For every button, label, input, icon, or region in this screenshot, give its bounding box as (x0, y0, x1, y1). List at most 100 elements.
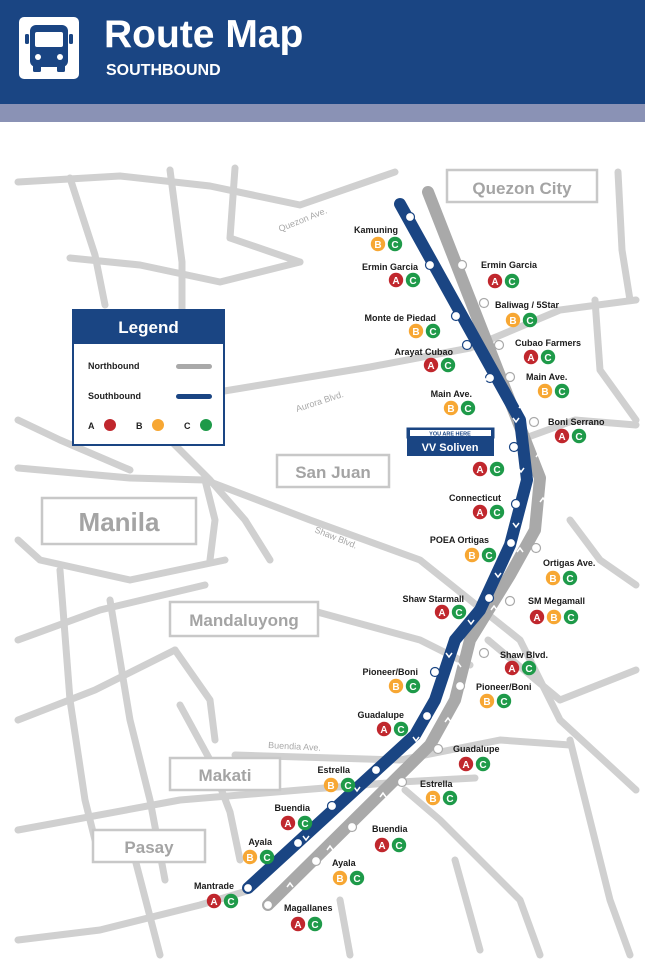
southbound-stop-dot (370, 764, 382, 776)
you-are-here-stop: VV Soliven (422, 442, 479, 454)
southbound-line (242, 198, 533, 894)
southbound-stop-dot (483, 592, 495, 604)
southbound-stop-dot (242, 882, 254, 894)
southbound-stop-dot (326, 800, 338, 812)
route-letter: B (468, 551, 475, 562)
route-b-badge (546, 609, 562, 625)
page-title: Route Map (104, 13, 304, 56)
route-letter: A (380, 725, 387, 736)
route-letter: B (483, 697, 490, 708)
stop-name: Ayala (332, 858, 357, 868)
header-stripe (0, 104, 645, 122)
area-label-san-juan: San Juan (295, 463, 371, 482)
route-letter: C (558, 387, 565, 398)
route-letter: A (491, 277, 498, 288)
southbound-arrow (482, 375, 490, 382)
road-label-buendia-ave: Buendia Ave. (268, 740, 321, 753)
stop-name: Ermin Garcia (362, 262, 419, 272)
route-c-badge (340, 777, 356, 793)
route-letter: C (464, 404, 471, 415)
northbound-arrow (454, 661, 462, 668)
northbound-arrow (535, 451, 543, 458)
northbound-stop-dot (504, 595, 516, 607)
northbound-stop-dot (454, 680, 466, 692)
route-map: Quezon City San Juan Manila Mandaluyong … (14, 164, 640, 959)
route-a-badge (388, 272, 404, 288)
route-a-badge (487, 273, 503, 289)
route-letter: A (476, 465, 483, 476)
route-letter: C (444, 361, 451, 372)
southbound-arrow (445, 652, 453, 659)
northbound-arrow (490, 604, 498, 611)
route-letter: A (527, 353, 534, 364)
route-b-badge (505, 312, 521, 328)
route-letter: A (427, 361, 434, 372)
page-subtitle: SOUTHBOUND (106, 62, 221, 79)
route-c-badge (504, 273, 520, 289)
route-letter: A (294, 920, 301, 931)
route-a-badge (206, 893, 222, 909)
stop-name: Shaw Starmall (402, 594, 464, 604)
northbound-stop-dot (530, 542, 542, 554)
route-c-badge (393, 721, 409, 737)
route-letter: B (541, 387, 548, 398)
route-letter: B (509, 316, 516, 327)
legend-route-a-swatch (104, 419, 116, 431)
southbound-arrow (512, 417, 520, 424)
route-c-badge (259, 849, 275, 865)
route-letter: A (533, 613, 540, 624)
northbound-arrow (516, 546, 524, 553)
stop-name: Main Ave. (431, 389, 472, 399)
area-labels: Quezon City San Juan Manila Mandaluyong … (40, 168, 599, 864)
southbound-stop-dot (450, 310, 462, 322)
stop-name: Ermin Garcia (481, 260, 538, 270)
route-b-badge (323, 777, 339, 793)
area-label-mandaluyong: Mandaluyong (189, 611, 299, 630)
route-a-badge (504, 660, 520, 676)
route-b-badge (464, 547, 480, 563)
route-a-badge (529, 609, 545, 625)
route-a-badge (472, 461, 488, 477)
road-label-quezon-ave: Quezon Ave. (277, 205, 328, 234)
route-letter: C (493, 465, 500, 476)
stop-name: Kamuning (354, 225, 398, 235)
northbound-stop-dot (310, 855, 322, 867)
stop-name: Arayat Cubao (394, 347, 453, 357)
route-c-badge (540, 349, 556, 365)
route-letter: C (429, 327, 436, 338)
southbound-stop-dot (404, 211, 416, 223)
route-b-badge (479, 693, 495, 709)
route-letter: B (336, 874, 343, 885)
route-letter: C (567, 613, 574, 624)
route-a-badge (458, 756, 474, 772)
legend-northbound-label: Northbound (88, 361, 140, 371)
northbound-arrow (518, 402, 526, 409)
area-label-pasay: Pasay (124, 838, 174, 857)
stop-name: Buendia (372, 824, 408, 834)
stop-name: Pioneer/Boni (476, 682, 532, 692)
route-c-badge (307, 916, 323, 932)
southbound-arrow (467, 619, 475, 626)
you-are-here-marker: YOU ARE HERE VV Soliven (406, 427, 495, 456)
southbound-stop-dots (242, 211, 522, 894)
southbound-arrow (450, 332, 458, 339)
northbound-stop-dot (478, 297, 490, 309)
southbound-arrow (412, 736, 420, 743)
legend-route-b-label: B (136, 421, 143, 431)
route-c-badge (391, 837, 407, 853)
route-letter: A (284, 819, 291, 830)
legend-title: Legend (74, 311, 223, 344)
legend-southbound-swatch (176, 394, 212, 399)
southbound-stop-dot (421, 710, 433, 722)
route-letter: C (301, 819, 308, 830)
route-letter: C (485, 551, 492, 562)
route-c-badge (563, 609, 579, 625)
route-c-badge (521, 660, 537, 676)
route-letter: A (392, 276, 399, 287)
route-letter: C (446, 794, 453, 805)
stop-name: Main Ave. (526, 372, 567, 382)
route-c-badge (489, 504, 505, 520)
northbound-arrow (326, 844, 334, 851)
route-letter: C (455, 608, 462, 619)
